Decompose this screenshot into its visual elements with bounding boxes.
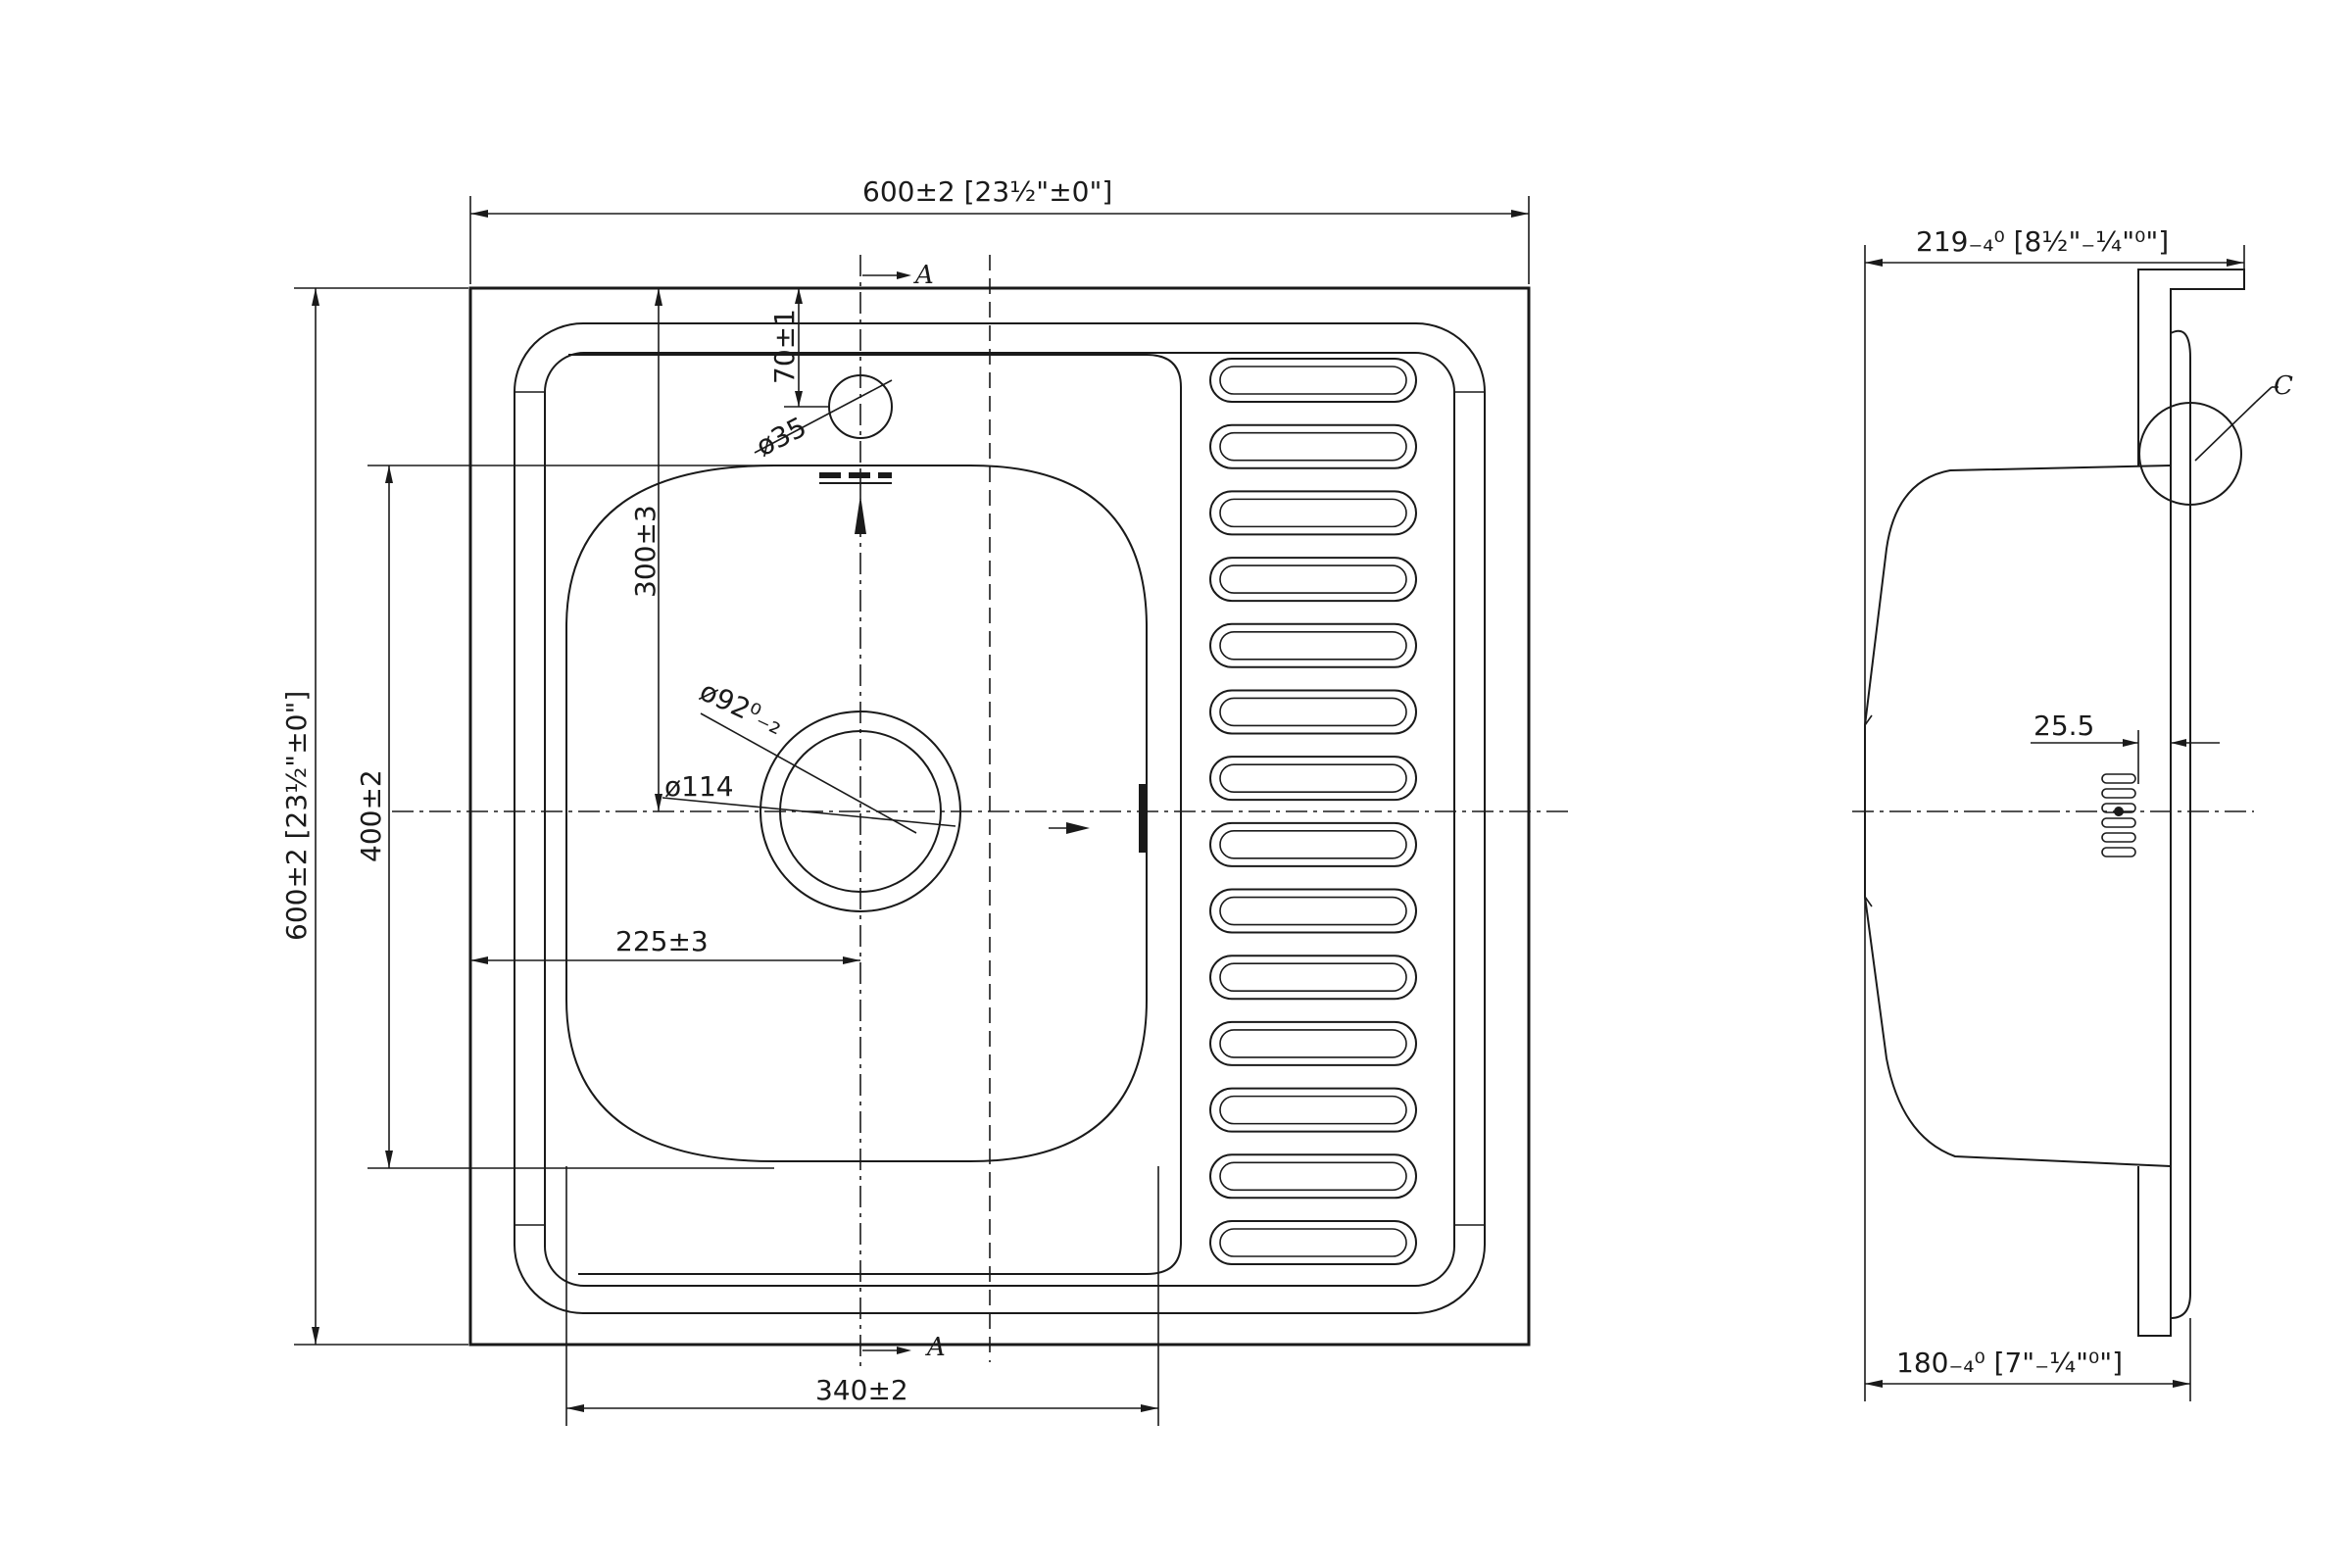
rim-inner-contour xyxy=(544,352,1455,1287)
drainboard-rib-inner xyxy=(1219,1029,1407,1058)
arrow-head xyxy=(2227,259,2244,267)
arrow-head xyxy=(566,1404,584,1412)
drainboard-rib-inner xyxy=(1219,1228,1407,1257)
drain-offset-label: 300±3 xyxy=(629,505,662,598)
section-a-top-head xyxy=(897,271,911,279)
drainboard-rib-inner xyxy=(1219,830,1407,859)
drainboard-rib-inner xyxy=(1219,431,1407,462)
drainboard-rib-inner xyxy=(1219,1095,1407,1125)
faucet-hole-label: ø35 xyxy=(751,411,811,463)
drainboard-rib-inner xyxy=(1219,896,1407,926)
drainboard-rib xyxy=(1209,888,1417,934)
drain-diameter-label: ø92⁰₋₂ xyxy=(695,674,789,741)
deck-contour xyxy=(568,354,1182,1275)
drainboard-rib-inner xyxy=(1219,763,1407,793)
overall-width-label: 600±2 [23½"±0"] xyxy=(862,175,1112,208)
detail-c-leader xyxy=(2255,386,2273,403)
bowl-depth-label: 180₋₄⁰ [7"₋¼"⁰"] xyxy=(1896,1347,2123,1379)
drainboard-rib-inner xyxy=(1219,697,1407,727)
detail-label: C xyxy=(2274,371,2293,401)
bowl-width-label: 340±2 xyxy=(815,1374,908,1406)
drainboard-rib xyxy=(1209,689,1417,735)
drainboard-rib xyxy=(1209,1020,1417,1066)
arrow-head xyxy=(795,391,803,407)
drain-outer-label: ø114 xyxy=(664,770,734,803)
arrow-head xyxy=(655,794,662,811)
side-rim-curl-top xyxy=(2170,329,2191,1319)
bowl-height-label: 400±2 xyxy=(355,769,387,862)
drainboard-rib-inner xyxy=(1219,962,1407,993)
overall-height-label: 600±2 [23½"±0"] xyxy=(280,691,313,941)
side-bowl-profile xyxy=(1864,465,2172,1167)
drain-diameter-leader xyxy=(700,712,917,834)
section-mark-bottom: A xyxy=(925,1333,946,1362)
side-rim-flange xyxy=(2137,269,2245,1337)
side-overflow-slots xyxy=(2101,773,2136,858)
drainboard-ribs xyxy=(1209,358,1417,1265)
arrow-head xyxy=(1511,210,1529,218)
sink-outline xyxy=(468,286,1531,1347)
rim-label: 25.5 xyxy=(2034,710,2094,742)
arrow-head xyxy=(655,288,662,306)
drainboard-rib-inner xyxy=(1219,630,1407,661)
arrow-head xyxy=(385,1151,393,1168)
drainboard-rib xyxy=(1209,622,1417,668)
section-mark-top: A xyxy=(913,261,934,290)
drainboard-rib-inner xyxy=(1219,564,1407,594)
section-a-bottom-head xyxy=(897,1347,911,1354)
overflow-slot-right xyxy=(1139,784,1147,853)
arrow-head xyxy=(843,956,860,964)
depth-label: 219₋₄⁰ [8½"₋¼"⁰"] xyxy=(1916,225,2169,258)
arrow-head xyxy=(470,956,488,964)
drainboard-rib-inner xyxy=(1219,498,1407,528)
arrow-head xyxy=(1865,259,1883,267)
faucet-hole-leader xyxy=(754,379,893,454)
drainboard-rib xyxy=(1209,1220,1417,1265)
drainboard-rib xyxy=(1209,423,1417,469)
arrow-head xyxy=(1865,1380,1883,1388)
drainboard-rib xyxy=(1209,490,1417,536)
arrow-head xyxy=(2173,1380,2190,1388)
detail-circle-c xyxy=(2138,402,2242,506)
arrow-head xyxy=(1141,1404,1158,1412)
drainboard-rib xyxy=(1209,358,1417,403)
rim-outer-contour xyxy=(514,322,1486,1314)
drainboard-rib xyxy=(1209,821,1417,867)
drainboard-rib-inner xyxy=(1219,1161,1407,1192)
water-direction-arrow xyxy=(855,495,866,534)
plan-view: A A 600±2 [23½"±0"] 600±2 [23½"±0"] 400±… xyxy=(280,175,1568,1426)
arrow-head xyxy=(2171,739,2186,747)
faucet-offset-label: 70±1 xyxy=(768,309,801,384)
drain-outer-leader xyxy=(662,797,956,827)
arrow-head xyxy=(470,210,488,218)
drainboard-rib xyxy=(1209,1153,1417,1200)
side-view: C 25.5 219₋₄⁰ [8½"₋¼"⁰"] xyxy=(1852,225,2293,1401)
drainboard-rib xyxy=(1209,955,1417,1001)
drainboard-rib-inner xyxy=(1219,366,1407,395)
arrow-head xyxy=(795,288,803,304)
arrow-head xyxy=(385,466,393,483)
drainboard-rib xyxy=(1209,756,1417,802)
overflow-slot-top xyxy=(819,472,892,484)
arrow-head xyxy=(312,288,319,306)
drainboard-rib xyxy=(1209,557,1417,603)
flow-arrow-right xyxy=(1066,822,1090,834)
arrow-head xyxy=(2123,739,2138,747)
arrow-head xyxy=(312,1327,319,1345)
detail-c-leader xyxy=(2194,401,2257,462)
drain-from-edge-label: 225±3 xyxy=(615,925,709,957)
drainboard-rib xyxy=(1209,1087,1417,1133)
bowl-outline xyxy=(565,465,1148,1162)
